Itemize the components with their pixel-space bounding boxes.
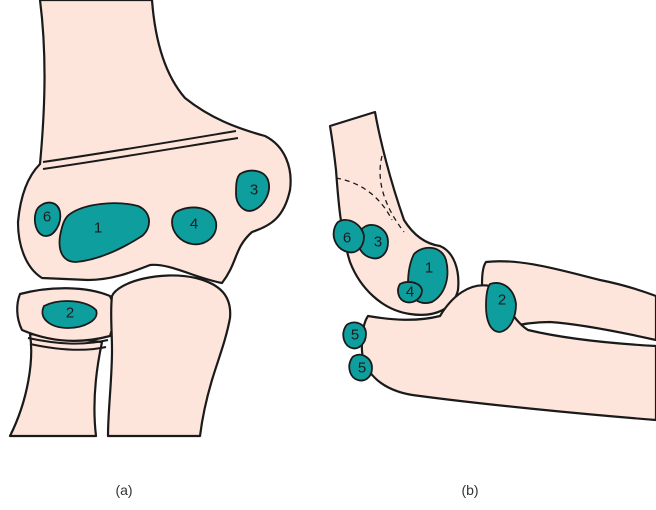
panel-a-label: (a) xyxy=(104,482,144,498)
center-label-4-b: 4 xyxy=(406,284,414,301)
center-label-6-b: 6 xyxy=(343,230,351,247)
center-label-6-a: 6 xyxy=(43,209,51,226)
center-label-2-b: 2 xyxy=(498,292,506,309)
center-label-5-upper-b: 5 xyxy=(351,327,359,344)
center-label-3-a: 3 xyxy=(250,182,258,199)
ulna-a xyxy=(108,275,230,436)
center-label-4-a: 4 xyxy=(190,216,198,233)
center-label-3-b: 3 xyxy=(374,234,382,251)
panel-b-label: (b) xyxy=(450,482,490,498)
center-label-1-b: 1 xyxy=(425,260,433,277)
panel-a-diagram: 1 2 3 4 6 xyxy=(10,0,291,436)
center-label-2-a: 2 xyxy=(66,305,74,322)
center-label-5-lower-b: 5 xyxy=(358,360,366,377)
center-label-1-a: 1 xyxy=(94,220,102,237)
panel-b-diagram: 1 2 3 4 5 5 6 xyxy=(330,112,656,420)
